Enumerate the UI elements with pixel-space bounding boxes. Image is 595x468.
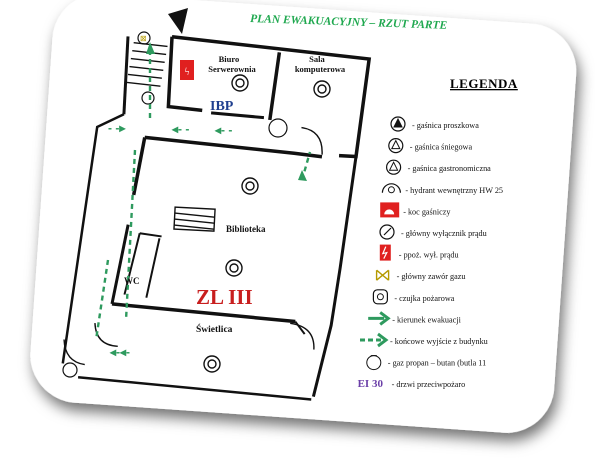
hydrant-plan-icon: [62, 362, 78, 378]
room-server: Biuro Serwerownia: [208, 54, 256, 74]
legend-label: - gaśnica gastronomiczna: [408, 164, 492, 173]
legend-title: LEGENDA: [450, 76, 518, 91]
svg-text:◂-◂-: ◂-◂-: [109, 345, 130, 359]
final-exit-icon: [360, 332, 389, 348]
hydrant-icon: [381, 183, 401, 194]
zone-label: ZL III: [196, 285, 253, 309]
legend-label: - koc gaśniczy: [403, 207, 451, 216]
extinguisher-plan-icon: [268, 118, 288, 138]
svg-text:- -▸: - -▸: [108, 121, 126, 135]
fire-power-switch-plan-icon: [180, 60, 194, 80]
evacuation-direction-icon: [368, 311, 391, 326]
snow-extinguisher-icon: [388, 138, 404, 154]
legend-label: - gaz propan – butan (butla 11: [388, 359, 486, 368]
room-wc: WC: [124, 276, 140, 286]
powder-extinguisher-icon: [390, 116, 406, 132]
fire-detector-icon: [372, 289, 388, 305]
legend-label: - kierunek ewakuacji: [392, 315, 461, 324]
legend-label: - gaśnica śniegowa: [410, 143, 473, 152]
legend-label: - ppoż. wył. prądu: [399, 251, 459, 260]
gastronomic-extinguisher-icon: [386, 159, 402, 175]
fire-blanket-icon: [380, 202, 400, 218]
legend-label: - drzwi przeciwpożaro: [392, 380, 466, 389]
room-library: Biblioteka: [226, 224, 266, 234]
gas-valve-plan-icon: [137, 31, 151, 45]
ei30-code: EI 30: [358, 378, 384, 390]
room-ibp: IBP: [210, 99, 234, 114]
floor-plan: PLAN EWAKUACYJNY – RZUT PARTE: [61, 8, 448, 401]
legend-label: - główny wyłącznik prądu: [401, 229, 487, 238]
ei30-door-icon: EI 30: [358, 378, 384, 390]
propane-butane-icon: [366, 355, 382, 371]
legend-label: - hydrant wewnętrzny HW 25: [405, 186, 503, 195]
exit-marker-icon: [168, 8, 188, 34]
room-common: Świetlica: [196, 323, 233, 335]
svg-text:◂- -: ◂- -: [171, 122, 189, 136]
evacuation-arrows: - -▸ ◂- - ◂- - ◂-◂-: [108, 121, 232, 359]
room-computer: Sala komputerowa: [295, 54, 346, 74]
legend-label: - główny zawór gazu: [397, 272, 466, 281]
gas-valve-glyph: ⊠: [140, 34, 147, 43]
main-switch-plan-icon: [141, 91, 155, 105]
lightning-glyph: ϟ: [185, 66, 190, 78]
evacuation-arrowheads: [146, 42, 307, 181]
legend: LEGENDA - gaśnica proszkowa - gaśnica śni…: [358, 76, 518, 390]
fire-detectors: [203, 74, 331, 373]
fire-power-switch-icon: [379, 244, 391, 261]
legend-label: - czujka pożarowa: [394, 294, 454, 303]
legend-label: - końcowe wyjście z budynku: [390, 337, 488, 346]
gas-valve-icon: [375, 269, 390, 281]
main-power-switch-icon: [379, 224, 395, 240]
svg-text:◂- -: ◂- -: [214, 123, 232, 137]
legend-label: - gaśnica proszkowa: [412, 121, 479, 130]
